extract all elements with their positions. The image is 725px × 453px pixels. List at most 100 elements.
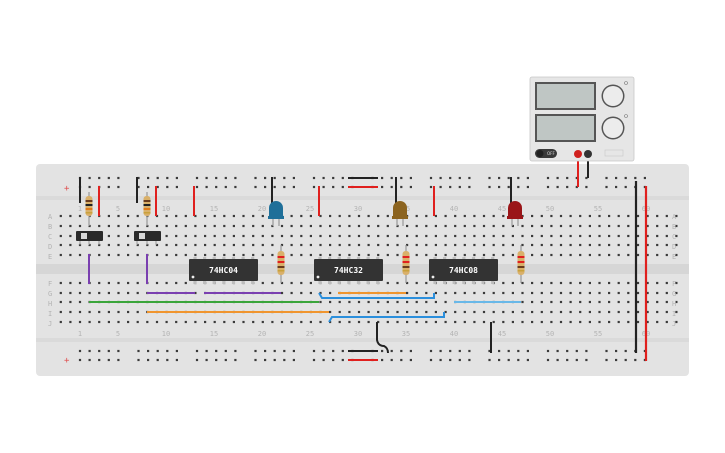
breadboard-hole[interactable] <box>78 281 82 285</box>
breadboard-hole[interactable] <box>415 234 418 238</box>
breadboard-hole[interactable] <box>502 281 505 285</box>
breadboard-hole[interactable] <box>665 320 668 324</box>
breadboard-hole[interactable] <box>502 224 505 228</box>
breadboard-hole[interactable] <box>454 234 457 238</box>
breadboard-hole[interactable] <box>127 243 130 247</box>
breadboard-hole[interactable] <box>444 214 447 218</box>
breadboard-hole[interactable] <box>204 320 207 324</box>
breadboard-hole[interactable] <box>184 253 187 257</box>
breadboard-hole[interactable] <box>338 214 341 218</box>
breadboard-hole[interactable] <box>550 224 553 228</box>
breadboard-hole[interactable] <box>429 185 433 189</box>
breadboard-hole[interactable] <box>415 281 418 285</box>
breadboard-hole[interactable] <box>656 224 659 228</box>
breadboard-hole[interactable] <box>675 214 678 218</box>
breadboard-hole[interactable] <box>502 253 505 257</box>
breadboard-hole[interactable] <box>78 320 82 324</box>
breadboard-hole[interactable] <box>550 310 553 314</box>
breadboard-hole[interactable] <box>406 300 409 304</box>
breadboard-hole[interactable] <box>636 291 640 295</box>
breadboard-hole[interactable] <box>502 214 505 218</box>
breadboard-hole[interactable] <box>292 185 295 189</box>
breadboard-hole[interactable] <box>283 185 286 189</box>
breadboard-hole[interactable] <box>598 253 601 257</box>
breadboard-hole[interactable] <box>550 253 553 257</box>
breadboard-hole[interactable] <box>566 349 569 353</box>
breadboard-hole[interactable] <box>531 320 534 324</box>
breadboard-hole[interactable] <box>579 234 582 238</box>
breadboard-hole[interactable] <box>136 253 139 257</box>
breadboard-hole[interactable] <box>213 253 216 257</box>
breadboard-hole[interactable] <box>425 291 428 295</box>
breadboard-hole[interactable] <box>88 358 91 362</box>
breadboard-hole[interactable] <box>194 320 197 324</box>
breadboard-hole[interactable] <box>156 185 159 189</box>
breadboard-hole[interactable] <box>367 234 370 238</box>
breadboard-hole[interactable] <box>540 291 543 295</box>
breadboard-hole[interactable] <box>175 281 178 285</box>
breadboard-hole[interactable] <box>665 281 668 285</box>
breadboard-hole[interactable] <box>559 253 563 257</box>
breadboard-hole[interactable] <box>319 320 322 324</box>
breadboard-hole[interactable] <box>559 291 563 295</box>
breadboard-hole[interactable] <box>406 234 409 238</box>
psu-terminal-negative[interactable] <box>584 150 592 158</box>
breadboard-hole[interactable] <box>546 349 550 353</box>
breadboard-hole[interactable] <box>636 310 640 314</box>
resistor-input-2[interactable] <box>143 192 151 226</box>
breadboard-hole[interactable] <box>98 320 101 324</box>
breadboard-hole[interactable] <box>117 281 120 285</box>
breadboard-hole[interactable] <box>546 176 550 180</box>
breadboard-hole[interactable] <box>232 214 235 218</box>
breadboard-hole[interactable] <box>454 320 457 324</box>
breadboard-hole[interactable] <box>204 224 207 228</box>
breadboard-hole[interactable] <box>107 349 110 353</box>
breadboard-hole[interactable] <box>468 349 471 353</box>
breadboard-hole[interactable] <box>526 176 529 180</box>
breadboard-hole[interactable] <box>377 214 380 218</box>
breadboard-hole[interactable] <box>117 243 120 247</box>
breadboard-hole[interactable] <box>117 349 120 353</box>
breadboard-hole[interactable] <box>556 185 559 189</box>
breadboard-hole[interactable] <box>381 358 384 362</box>
breadboard-hole[interactable] <box>615 349 618 353</box>
breadboard-hole[interactable] <box>341 358 344 362</box>
breadboard-hole[interactable] <box>381 349 384 353</box>
breadboard-hole[interactable] <box>498 358 501 362</box>
breadboard-hole[interactable] <box>329 253 332 257</box>
breadboard-hole[interactable] <box>78 310 82 314</box>
breadboard-hole[interactable] <box>458 358 461 362</box>
breadboard-hole[interactable] <box>675 281 678 285</box>
breadboard-hole[interactable] <box>367 310 370 314</box>
breadboard-hole[interactable] <box>377 224 380 228</box>
breadboard-hole[interactable] <box>195 349 199 353</box>
breadboard-hole[interactable] <box>608 291 611 295</box>
breadboard-hole[interactable] <box>643 176 646 180</box>
breadboard-hole[interactable] <box>492 253 495 257</box>
breadboard-hole[interactable] <box>482 253 486 257</box>
breadboard-hole[interactable] <box>617 214 620 218</box>
breadboard-hole[interactable] <box>579 300 582 304</box>
breadboard-hole[interactable] <box>195 185 199 189</box>
breadboard-hole[interactable] <box>675 291 678 295</box>
breadboard-hole[interactable] <box>254 349 257 353</box>
breadboard-hole[interactable] <box>550 214 553 218</box>
breadboard-hole[interactable] <box>377 243 380 247</box>
breadboard-hole[interactable] <box>646 234 649 238</box>
breadboard-hole[interactable] <box>588 310 591 314</box>
breadboard-hole[interactable] <box>332 185 335 189</box>
breadboard-hole[interactable] <box>348 234 351 238</box>
breadboard-hole[interactable] <box>377 300 380 304</box>
breadboard-hole[interactable] <box>502 320 505 324</box>
breadboard-hole[interactable] <box>569 214 572 218</box>
breadboard-hole[interactable] <box>69 214 72 218</box>
breadboard-hole[interactable] <box>646 243 649 247</box>
breadboard-hole[interactable] <box>357 224 361 228</box>
breadboard-hole[interactable] <box>627 234 630 238</box>
breadboard-hole[interactable] <box>292 176 295 180</box>
breadboard-hole[interactable] <box>59 243 62 247</box>
breadboard-hole[interactable] <box>98 349 101 353</box>
breadboard-hole[interactable] <box>194 234 197 238</box>
breadboard-hole[interactable] <box>492 214 495 218</box>
breadboard-hole[interactable] <box>409 358 412 362</box>
